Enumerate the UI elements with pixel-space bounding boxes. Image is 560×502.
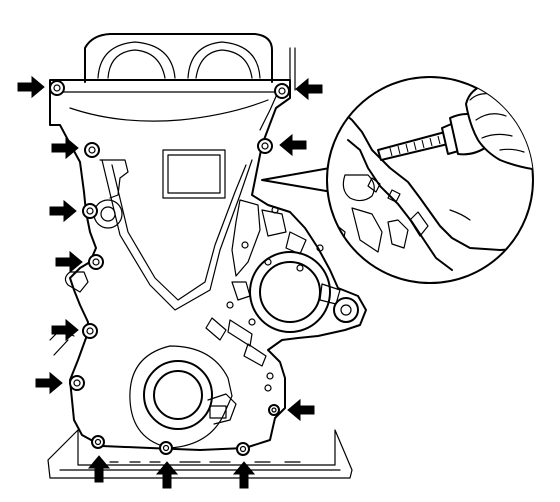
arrow-up	[155, 461, 179, 489]
bolt	[82, 323, 98, 339]
bolt	[84, 142, 100, 158]
bolt	[91, 435, 105, 449]
timing-cover	[49, 79, 367, 451]
bolts	[49, 80, 290, 456]
cover-right-features	[93, 199, 359, 392]
bolt	[268, 404, 280, 416]
arrow-right	[17, 75, 45, 99]
bolt	[88, 254, 104, 270]
bolt	[236, 442, 250, 456]
crankshaft-seal	[129, 345, 237, 449]
screwdriver	[377, 113, 489, 161]
arrow-right	[49, 199, 77, 223]
arrow-left	[287, 398, 315, 422]
arrow-up	[87, 455, 111, 483]
bolt	[49, 80, 65, 96]
arrows	[17, 75, 323, 489]
engine-block-base	[47, 429, 353, 479]
bolt	[82, 203, 98, 219]
cylinder-head	[84, 33, 296, 91]
bolt	[69, 375, 85, 391]
bolt	[257, 138, 273, 154]
detail-view	[326, 76, 534, 284]
arrow-right	[51, 136, 79, 160]
arrow-right	[35, 371, 63, 395]
arrow-left	[295, 77, 323, 101]
bolt	[274, 83, 290, 99]
arrow-left	[279, 133, 307, 157]
detail-callout-pointer	[261, 167, 333, 193]
arrow-right	[51, 318, 79, 342]
arrow-right	[55, 250, 83, 274]
bolt	[159, 441, 173, 455]
arrow-up	[232, 461, 256, 489]
